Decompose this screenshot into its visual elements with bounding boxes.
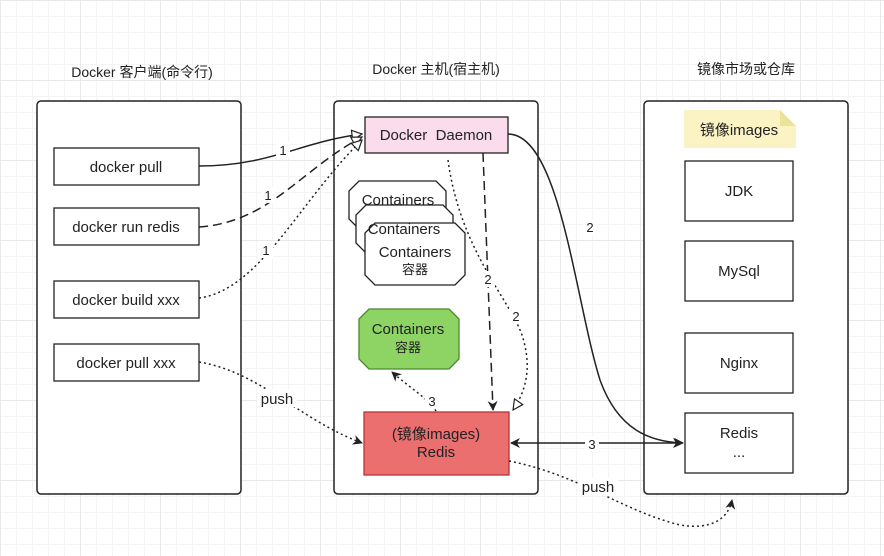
redis-image-node[interactable]: (镜像images) Redis bbox=[363, 411, 510, 476]
running-container-cn-label: 容器 bbox=[395, 340, 421, 355]
registry-item-redis[interactable]: Redis ... bbox=[684, 412, 794, 474]
registry-item-jdk-label: JDK bbox=[725, 183, 753, 200]
edge-push-out bbox=[508, 460, 736, 527]
edge-label-daemon-to-image-a: 2 bbox=[484, 272, 491, 287]
cmd-docker-build[interactable]: docker build xxx bbox=[53, 280, 200, 319]
edge-label-group: 1 1 1 2 2 2 3 3 push push bbox=[257, 142, 618, 496]
registry-item-redis-more: ... bbox=[733, 444, 746, 461]
edge-label-build-to-daemon: 1 bbox=[262, 243, 269, 258]
registry-item-redis-label: Redis bbox=[720, 425, 758, 442]
host-header: Docker 主机(宿主机) bbox=[372, 61, 500, 77]
registry-item-nginx-label: Nginx bbox=[720, 355, 759, 372]
running-container[interactable]: Containers 容器 bbox=[358, 308, 460, 370]
edge-push-in bbox=[198, 361, 363, 445]
registry-item-nginx[interactable]: Nginx bbox=[684, 332, 794, 394]
container-3-label: Containers bbox=[379, 244, 452, 261]
cmd-docker-run-redis[interactable]: docker run redis bbox=[53, 207, 200, 246]
edge-label-image-to-container: 3 bbox=[428, 394, 435, 409]
edge-label-run-to-daemon: 1 bbox=[264, 188, 271, 203]
edge-daemon-to-registry bbox=[507, 133, 684, 448]
running-container-label: Containers bbox=[372, 321, 445, 338]
registry-item-mysql[interactable]: MySql bbox=[684, 240, 794, 302]
cmd-docker-pull[interactable]: docker pull bbox=[53, 147, 200, 186]
edge-label-push-out: push bbox=[582, 479, 615, 496]
edge-label-image-registry: 3 bbox=[588, 437, 595, 452]
registry-images-note: 镜像images bbox=[684, 110, 796, 148]
edge-label-daemon-to-image-b: 2 bbox=[512, 309, 519, 324]
docker-daemon-label: Docker Daemon bbox=[380, 127, 493, 144]
container-1-label: Containers bbox=[362, 192, 435, 209]
container-3-cn-label: 容器 bbox=[402, 262, 428, 277]
client-header: Docker 客户端(命令行) bbox=[71, 64, 213, 80]
cmd-docker-run-redis-label: docker run redis bbox=[72, 219, 180, 236]
cmd-docker-build-label: docker build xxx bbox=[72, 292, 180, 309]
redis-image-line2: Redis bbox=[417, 444, 455, 461]
registry-item-jdk[interactable]: JDK bbox=[684, 160, 794, 222]
edge-label-daemon-to-registry: 2 bbox=[586, 220, 593, 235]
edge-label-pull-to-daemon: 1 bbox=[279, 143, 286, 158]
cmd-docker-pull-xxx[interactable]: docker pull xxx bbox=[53, 343, 200, 382]
edge-run-to-daemon bbox=[198, 136, 362, 228]
registry-item-mysql-label: MySql bbox=[718, 263, 760, 280]
registry-header: 镜像市场或仓库 bbox=[697, 61, 795, 77]
containers-stack[interactable]: Containers Containers Containers 容器 bbox=[348, 180, 466, 286]
redis-image-line1: (镜像images) bbox=[392, 425, 480, 443]
container-octagon-3 bbox=[364, 222, 466, 286]
docker-daemon-node[interactable]: Docker Daemon bbox=[364, 116, 509, 154]
cmd-docker-pull-label: docker pull bbox=[90, 159, 163, 176]
edge-label-push-in: push bbox=[261, 391, 294, 408]
registry-note-label: 镜像images bbox=[700, 121, 778, 139]
cmd-docker-pull-xxx-label: docker pull xxx bbox=[76, 355, 176, 372]
container-2-label: Containers bbox=[368, 221, 441, 238]
